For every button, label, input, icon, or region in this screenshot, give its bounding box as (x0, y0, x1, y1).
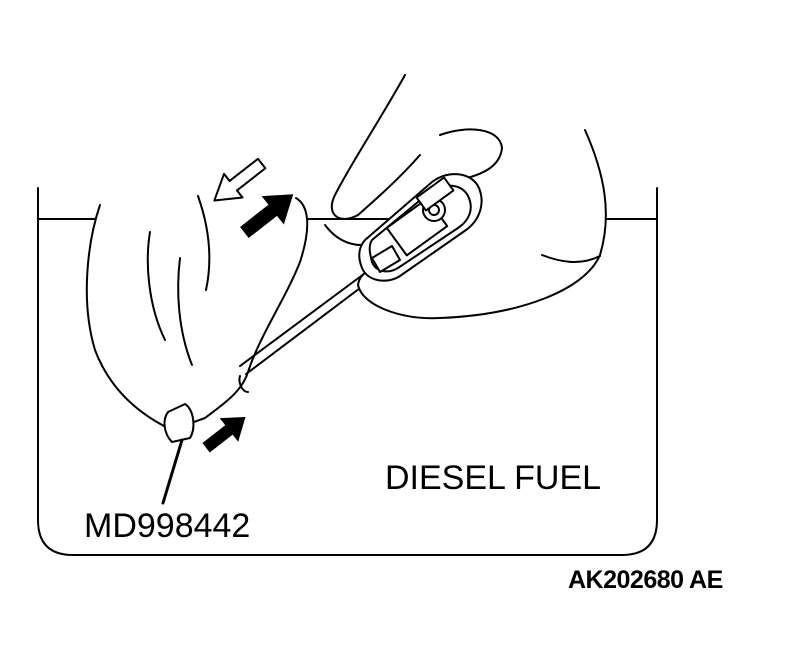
tool-number-label: MD998442 (84, 507, 251, 545)
figure-code-label: AK202680 AE (568, 566, 723, 594)
fuel-container (37, 187, 658, 556)
diesel-fuel-label: DIESEL FUEL (385, 459, 602, 497)
arrow-solid-upper (240, 194, 294, 238)
arrow-solid-lower (202, 416, 246, 453)
tool-md998442 (163, 261, 385, 443)
left-hand (85, 195, 309, 431)
tool-leader-line (161, 438, 184, 505)
arrow-outlined (213, 157, 267, 202)
sensor-housing (358, 173, 483, 282)
